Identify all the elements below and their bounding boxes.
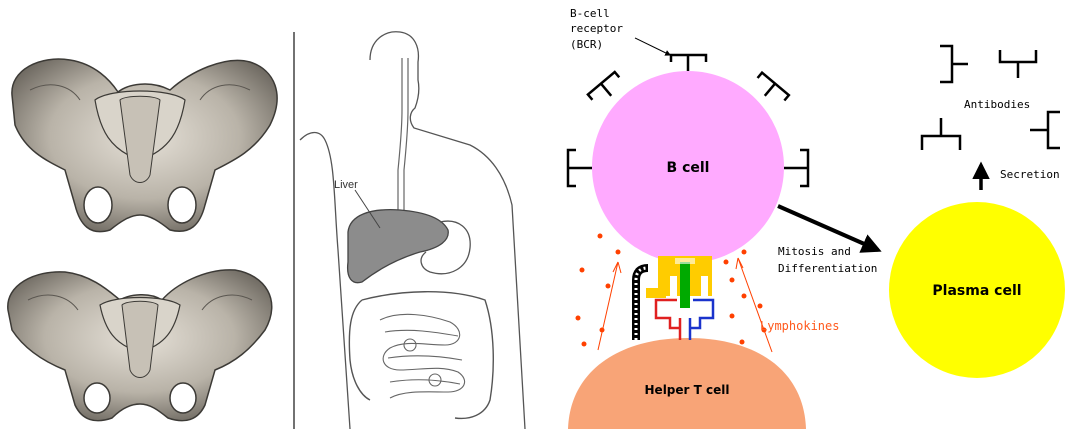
plasma-cell-label: Plasma cell — [932, 283, 1021, 299]
bcr-pointer-arrow — [635, 38, 670, 55]
lymphokines-label: Lymphokines — [760, 319, 839, 333]
small-intestine — [380, 314, 465, 398]
secretion-label: Secretion — [1000, 168, 1060, 181]
pelvis-illustrations-panel — [0, 0, 290, 429]
antibody-2 — [1000, 50, 1036, 78]
esophagus — [398, 58, 402, 232]
antibody-3 — [922, 118, 960, 150]
tcr-blue-chain — [690, 300, 713, 328]
co-receptor — [636, 268, 648, 340]
bcr-label-line2: receptor — [570, 22, 623, 35]
bcr-label-line1: B-cell — [570, 7, 610, 20]
antibody-1 — [940, 46, 968, 82]
liver-label: Liver — [334, 179, 358, 191]
bcr-label-line3: (BCR) — [570, 38, 603, 51]
large-intestine — [349, 292, 493, 419]
differentiation-arrow — [778, 206, 878, 250]
liver-shape — [348, 210, 449, 283]
antibodies-label: Antibodies — [964, 98, 1030, 111]
b-cell-label: B cell — [667, 160, 710, 176]
mitosis-label-line1: Mitosis and — [778, 245, 851, 258]
immune-synapse — [636, 256, 713, 340]
pelvis-illustration-top — [12, 59, 277, 232]
tcr-red-chain — [656, 300, 680, 328]
mitosis-label-line2: Differentiation — [778, 262, 877, 275]
antigen-peptide — [680, 262, 690, 308]
antibody-4 — [1030, 112, 1060, 148]
bcr-receptor-left — [568, 150, 592, 186]
pelvis-illustration-bottom — [8, 270, 272, 421]
b-cell-activation-diagram: Helper T cell B cell B-cell receptor — [560, 0, 1074, 429]
bcr-receptor-top — [671, 55, 706, 71]
digestive-anatomy-panel: Liver — [290, 0, 560, 429]
helper-t-cell-label: Helper T cell — [645, 383, 730, 397]
bcr-receptor-right — [784, 150, 808, 186]
